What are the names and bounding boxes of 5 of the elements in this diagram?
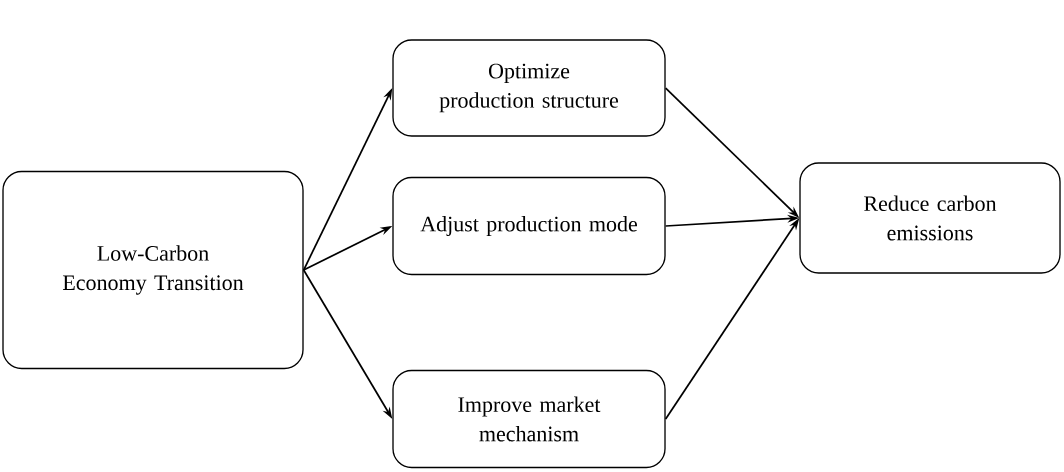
process-box: Optimize production structure (392, 39, 666, 137)
process-box: Adjust production mode (392, 176, 666, 276)
process-box: Reduce carbon emissions (799, 162, 1061, 274)
process-box: Low-Carbon Economy Transition (2, 170, 304, 370)
process-box: Improve market mechanism (392, 369, 666, 469)
